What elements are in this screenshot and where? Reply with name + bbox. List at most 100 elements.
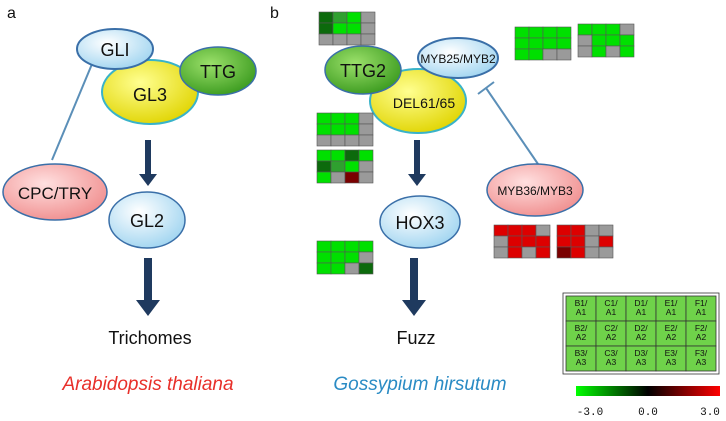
heatmap-cell (358, 171, 374, 184)
del61-ellipse (369, 68, 467, 134)
legend-key-label: E1/A1 (665, 298, 678, 317)
legend-key-cell (625, 295, 657, 322)
heatmap-cell (521, 224, 537, 237)
arrow-hox3-fuzz (402, 258, 426, 316)
heatmap-cell (528, 37, 544, 50)
heatmap-cell (591, 34, 607, 47)
cpc-try-ellipse (2, 163, 108, 221)
legend-key-label: E2/A2 (665, 323, 678, 342)
legend-key-label: D2/A2 (634, 323, 648, 342)
heatmap-cell (514, 26, 530, 39)
heatmap-cell (316, 240, 332, 253)
heatmap-cell (535, 235, 551, 248)
legend-key-label: C1/A1 (604, 298, 618, 317)
legend-key-label: B2/A2 (575, 323, 588, 342)
heatmap-cell (318, 11, 334, 24)
heatmap-cell (514, 37, 530, 50)
legend-key-label: F1/A1 (695, 298, 708, 317)
heatmap-cell (358, 240, 374, 253)
hox3-ellipse (379, 195, 461, 249)
heatmap-cell (605, 34, 621, 47)
heatmap-cell (316, 123, 332, 136)
heatmap-cell (316, 160, 332, 173)
heatmap-cell (330, 171, 346, 184)
heatmap-cell (330, 134, 346, 147)
heatmap-cell (605, 23, 621, 36)
heatmap-legend: B1/A1C1/A1D1/A1E1/A1F1/A1B2/A2C2/A2D2/A2… (562, 292, 720, 419)
heatmap-cell (542, 26, 558, 39)
heatmap-cell (316, 251, 332, 264)
myb25-label: MYB25/MYB2 (420, 52, 496, 66)
heatmap-cell (344, 160, 360, 173)
heatmap-cell (584, 235, 600, 248)
heatmap-cell (598, 246, 614, 259)
heatmap-cell (521, 235, 537, 248)
heatmap-cell (507, 246, 523, 259)
arrow-gl2-trichomes (136, 258, 160, 316)
legend-key-cell (685, 345, 717, 372)
heatmap-cell (344, 149, 360, 162)
heatmap-myb25-left (514, 26, 572, 61)
legend-key-cell (595, 320, 627, 347)
heatmap-cell (577, 34, 593, 47)
heatmap-cell (556, 26, 572, 39)
fuzz-label: Fuzz (396, 328, 435, 348)
heatmap-cell (577, 45, 593, 58)
heatmap-cell (493, 246, 509, 259)
heatmap-cell (330, 123, 346, 136)
heatmap-hox3 (316, 240, 374, 275)
hox3-label: HOX3 (395, 213, 444, 233)
heatmap-cell (542, 37, 558, 50)
gl2-ellipse (108, 191, 186, 249)
legend-key-grid: B1/A1C1/A1D1/A1E1/A1F1/A1B2/A2C2/A2D2/A2… (562, 292, 720, 375)
heatmap-cell (358, 134, 374, 147)
heatmap-cell (556, 235, 572, 248)
heatmap-cell (332, 22, 348, 35)
heatmap-del61-bottom (316, 149, 374, 184)
heatmap-cell (358, 251, 374, 264)
heatmap-cell (344, 123, 360, 136)
heatmap-cell (346, 33, 362, 46)
heatmap-cell (344, 134, 360, 147)
heatmap-cell (330, 251, 346, 264)
heatmap-ttg2 (318, 11, 376, 46)
legend-key-label: C3/A3 (604, 348, 618, 367)
heatmap-cell (577, 23, 593, 36)
heatmap-cell (360, 22, 376, 35)
legend-key-label: D1/A1 (634, 298, 648, 317)
legend-key-cell (655, 345, 687, 372)
myb25-ellipse (417, 37, 499, 79)
heatmap-cell (318, 33, 334, 46)
legend-key-label: F2/A2 (695, 323, 708, 342)
heatmap-myb36-right (556, 224, 614, 259)
heatmap-cell (570, 224, 586, 237)
gl2-label: GL2 (130, 211, 164, 231)
heatmap-cell (316, 262, 332, 275)
heatmap-cell (619, 45, 635, 58)
heatmap-cell (556, 246, 572, 259)
heatmap-cell (346, 22, 362, 35)
ttg-ellipse (179, 46, 257, 96)
heatmap-cell (598, 224, 614, 237)
heatmap-cell (556, 224, 572, 237)
heatmap-cell (528, 26, 544, 39)
gli-ellipse (76, 28, 154, 70)
heatmap-cell (507, 235, 523, 248)
heatmap-cell (344, 251, 360, 264)
scale-min-label: -3.0 (577, 407, 603, 419)
heatmap-cell (528, 48, 544, 61)
heatmap-cell (316, 149, 332, 162)
heatmap-cell (514, 48, 530, 61)
heatmap-cell (556, 48, 572, 61)
heatmap-cell (330, 149, 346, 162)
legend-key-cell (655, 295, 687, 322)
gl3-label: GL3 (133, 85, 167, 105)
heatmap-cell (535, 224, 551, 237)
heatmap-cell (330, 160, 346, 173)
heatmap-cell (605, 45, 621, 58)
heatmap-cell (316, 171, 332, 184)
legend-key-label: F3/A3 (695, 348, 708, 367)
legend-key-cell (685, 320, 717, 347)
heatmap-del61-top (316, 112, 374, 147)
color-scale-bar (576, 386, 720, 396)
